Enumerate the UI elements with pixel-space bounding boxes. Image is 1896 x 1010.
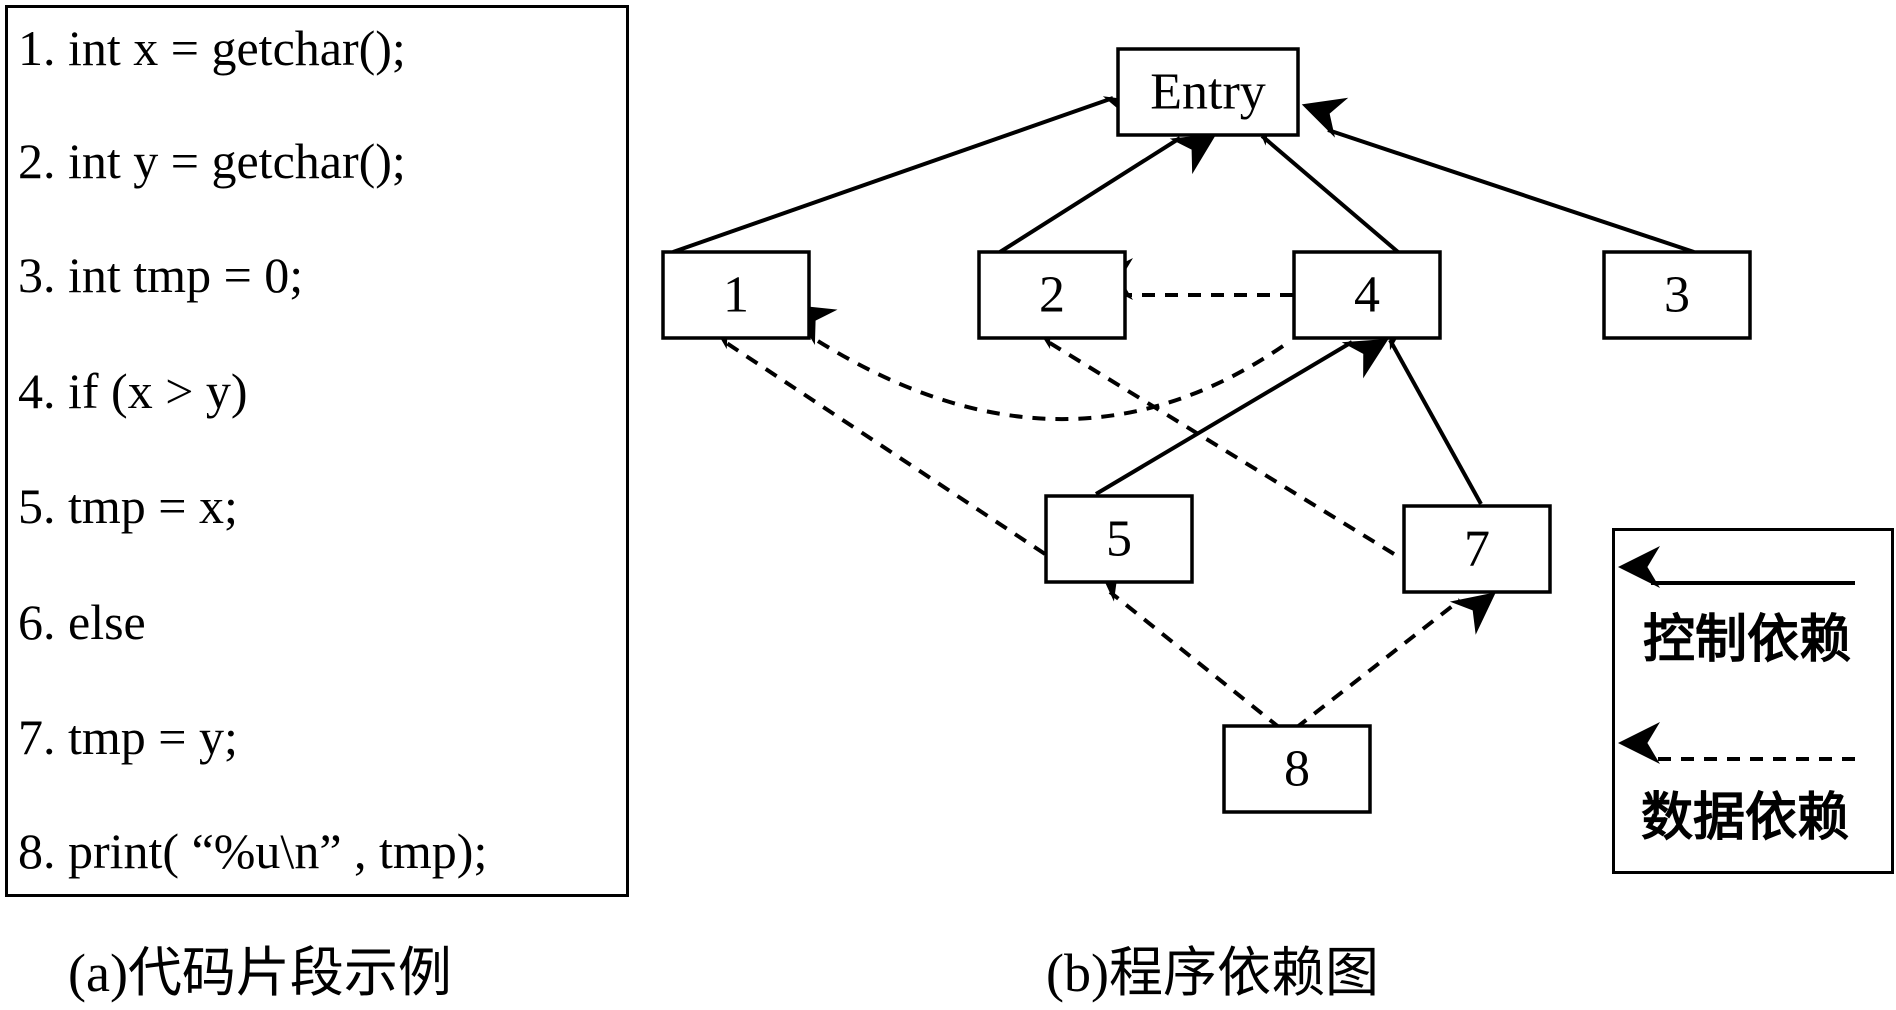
node-5: 5	[1044, 494, 1194, 584]
control-edge-7-4	[1387, 303, 1483, 505]
data-edge-8-7	[1294, 592, 1496, 730]
node-entry: Entry	[1116, 47, 1300, 137]
data-edge-4-1	[790, 304, 1285, 421]
control-edge-1-entry	[672, 96, 1150, 254]
caption-code-example: (a)代码片段示例	[68, 943, 452, 1003]
code-line-6: 6. else	[18, 594, 146, 650]
code-line-4: 4. if (x > y)	[18, 363, 248, 419]
legend: 控制依赖 数据依赖	[1612, 528, 1894, 874]
code-panel: 1. int x = getchar(); 2. int y = getchar…	[5, 5, 629, 897]
node-7-label: 7	[1464, 521, 1490, 578]
node-1-label: 1	[723, 267, 749, 324]
node-3: 3	[1602, 250, 1752, 340]
code-line-8: 8. print( “%u\n” , tmp);	[18, 823, 488, 879]
node-4-label: 4	[1354, 267, 1380, 324]
code-line-3: 3. int tmp = 0;	[18, 247, 304, 303]
code-line-1: 1. int x = getchar();	[18, 20, 406, 76]
code-line-7: 7. tmp = y;	[18, 709, 238, 765]
data-edge-5-1	[703, 308, 1047, 556]
node-2-label: 2	[1039, 267, 1065, 324]
node-7: 7	[1402, 504, 1552, 594]
control-edge-2-entry	[998, 133, 1217, 254]
node-2: 2	[977, 250, 1127, 340]
node-8: 8	[1222, 724, 1372, 814]
node-3-label: 3	[1664, 267, 1690, 324]
control-edge-5-4	[1094, 338, 1389, 496]
control-edge-3-entry	[1301, 97, 1695, 254]
node-5-label: 5	[1106, 511, 1132, 568]
node-8-label: 8	[1284, 741, 1310, 798]
data-edge-8-5	[1094, 558, 1282, 730]
node-entry-label: Entry	[1150, 64, 1266, 121]
node-4: 4	[1292, 250, 1442, 340]
legend-data-label: 数据依赖	[1641, 788, 1850, 848]
legend-lines	[1618, 546, 1855, 764]
control-edge-4-entry	[1247, 102, 1400, 254]
legend-control-label: 控制依赖	[1643, 610, 1852, 670]
code-line-5: 5. tmp = x;	[18, 478, 238, 534]
code-line-2: 2. int y = getchar();	[18, 133, 406, 189]
node-1: 1	[661, 250, 811, 340]
caption-dependence-graph: (b)程序依赖图	[1046, 943, 1379, 1003]
